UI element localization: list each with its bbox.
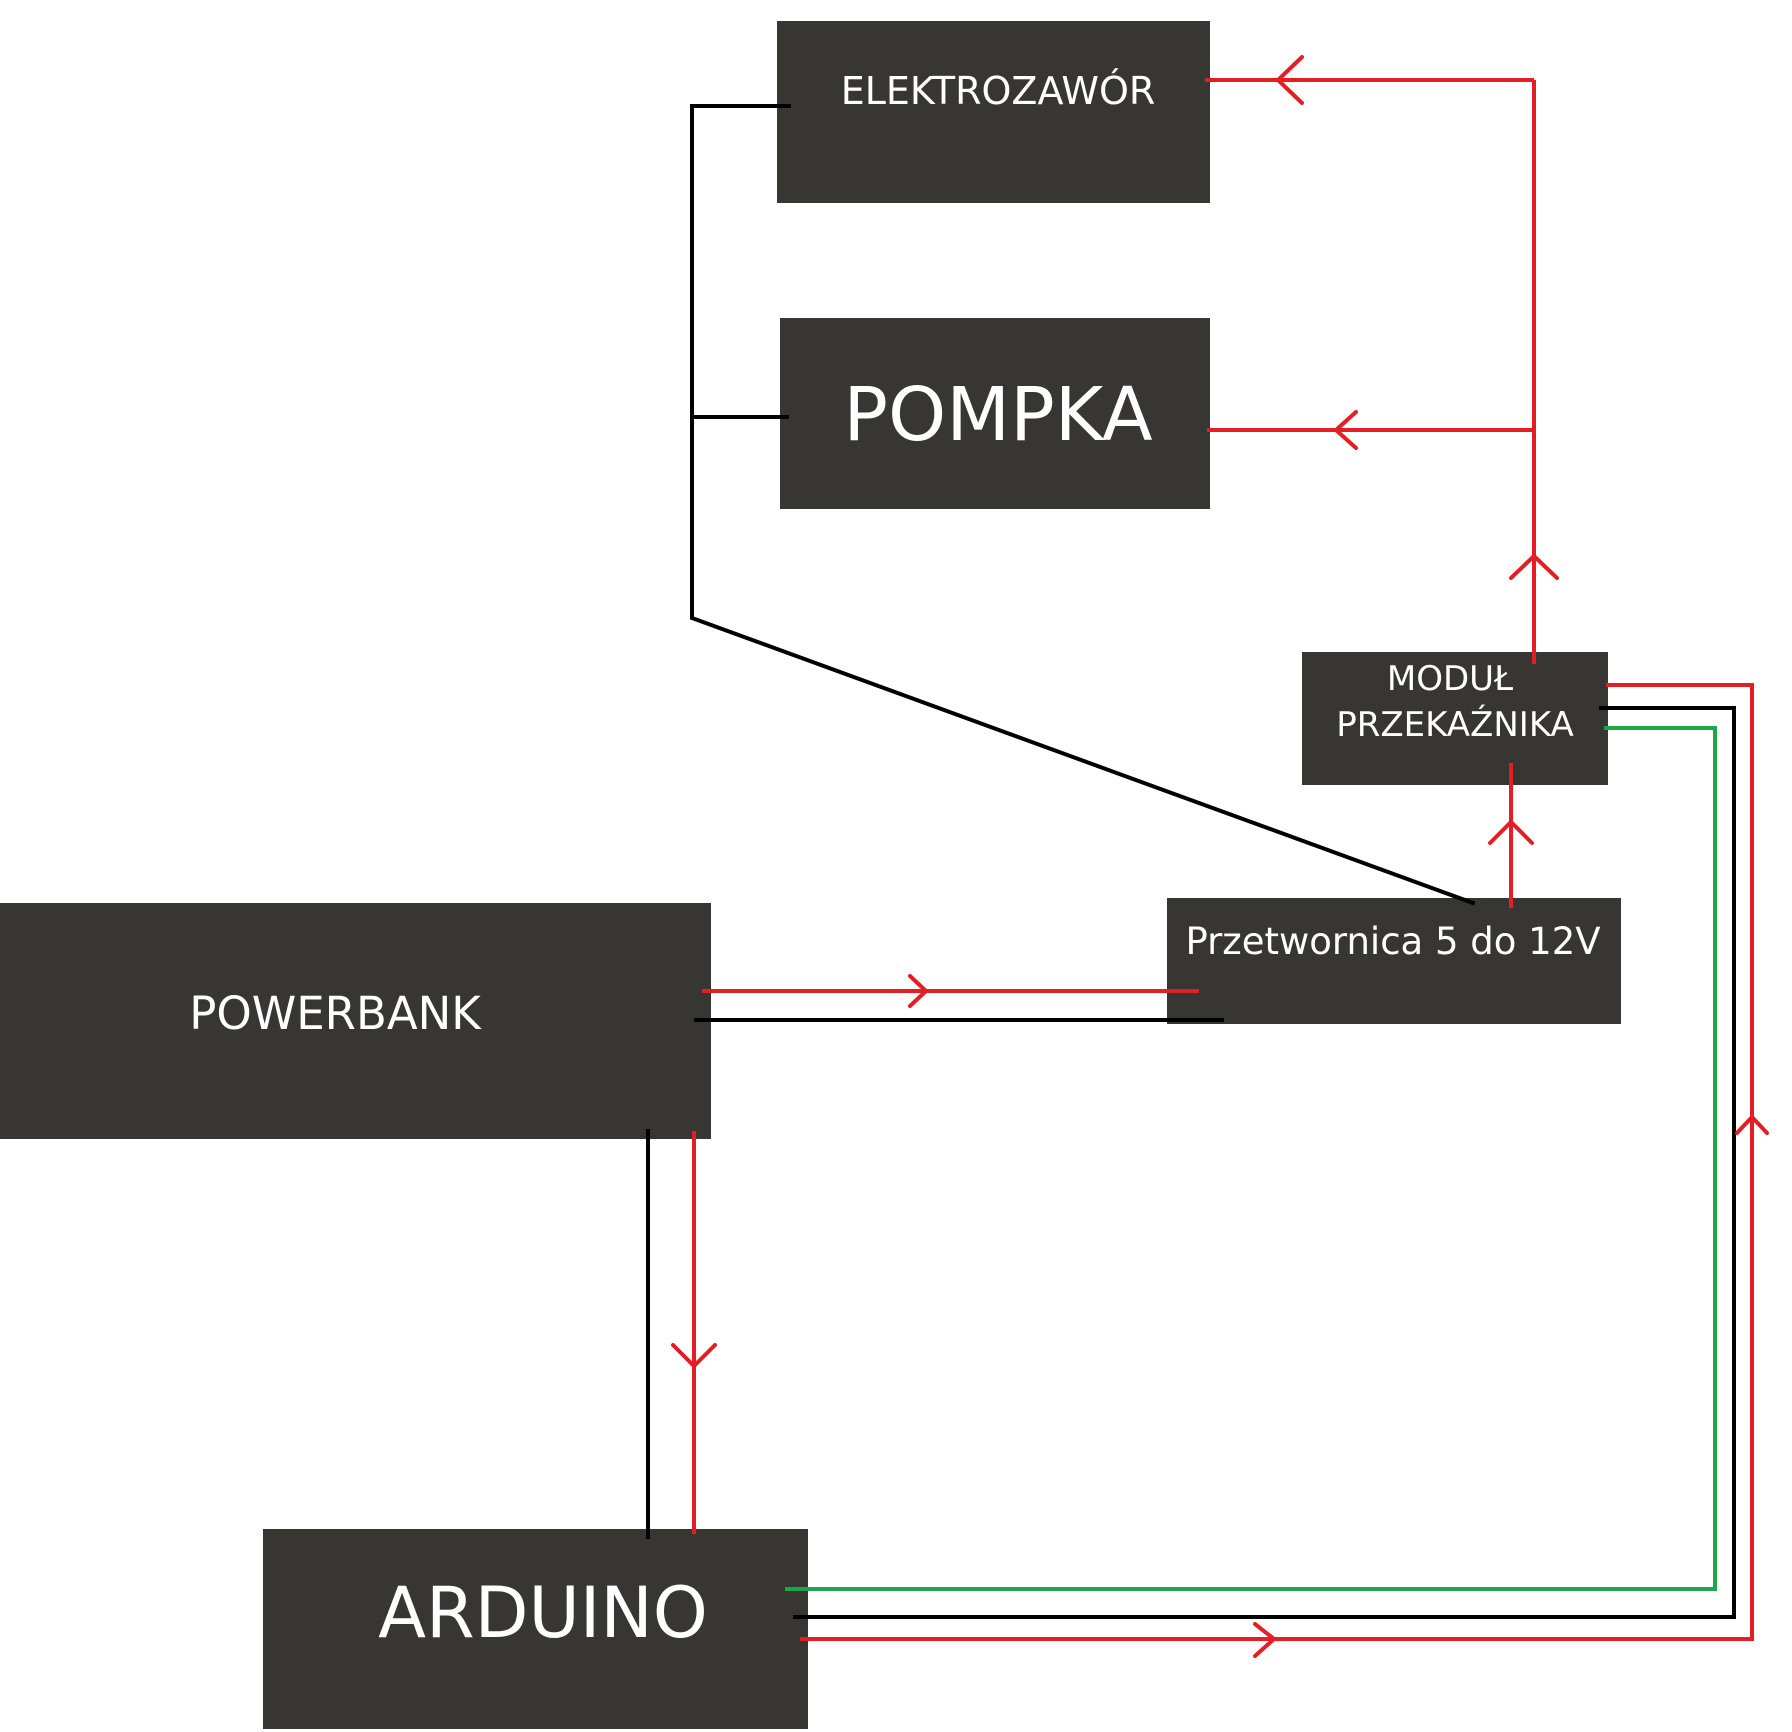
powerbank-label: POWERBANK	[189, 987, 482, 1040]
ground-wire-elektrozawor	[690, 104, 1476, 906]
pompka-block: POMPKA	[780, 318, 1210, 509]
pompka-label: POMPKA	[843, 372, 1153, 458]
przetwornica-block: Przetwornica 5 do 12V	[1167, 898, 1621, 1024]
arduino-block: ARDUINO	[263, 1529, 808, 1729]
arduino-label: ARDUINO	[378, 1572, 708, 1654]
arrow-right-icon	[908, 974, 929, 1008]
arrow-right-icon	[1253, 1622, 1278, 1658]
ground-wire-arduino-modul	[793, 706, 1736, 1619]
arrow-up-icon	[1488, 819, 1534, 845]
arrow-left-icon	[1275, 55, 1304, 105]
modul-przekaznika-block: MODUŁ PRZEKAŹNIKA	[1302, 652, 1608, 785]
przetwornica-label: Przetwornica 5 do 12V	[1185, 920, 1600, 963]
elektrozawor-label: ELEKTROZAWÓR	[841, 69, 1156, 113]
elektrozawor-block: ELEKTROZAWÓR	[777, 21, 1210, 203]
modul-przekaznika-label-line1: MODUŁ	[1387, 659, 1513, 699]
direction-arrows	[671, 55, 1769, 1658]
modul-przekaznika-label-line2: PRZEKAŹNIKA	[1336, 704, 1574, 745]
ground-wires	[646, 104, 1736, 1619]
arrow-up-icon	[1509, 553, 1559, 580]
arrow-down-icon	[671, 1343, 717, 1369]
powerbank-block: POWERBANK	[0, 903, 711, 1139]
arrow-left-icon	[1333, 410, 1358, 450]
arrow-up-icon	[1735, 1114, 1769, 1135]
positive-wire-arduino-modul	[800, 683, 1754, 1641]
signal-wire-arduino-modul	[785, 726, 1717, 1591]
positive-wires	[692, 78, 1754, 1641]
